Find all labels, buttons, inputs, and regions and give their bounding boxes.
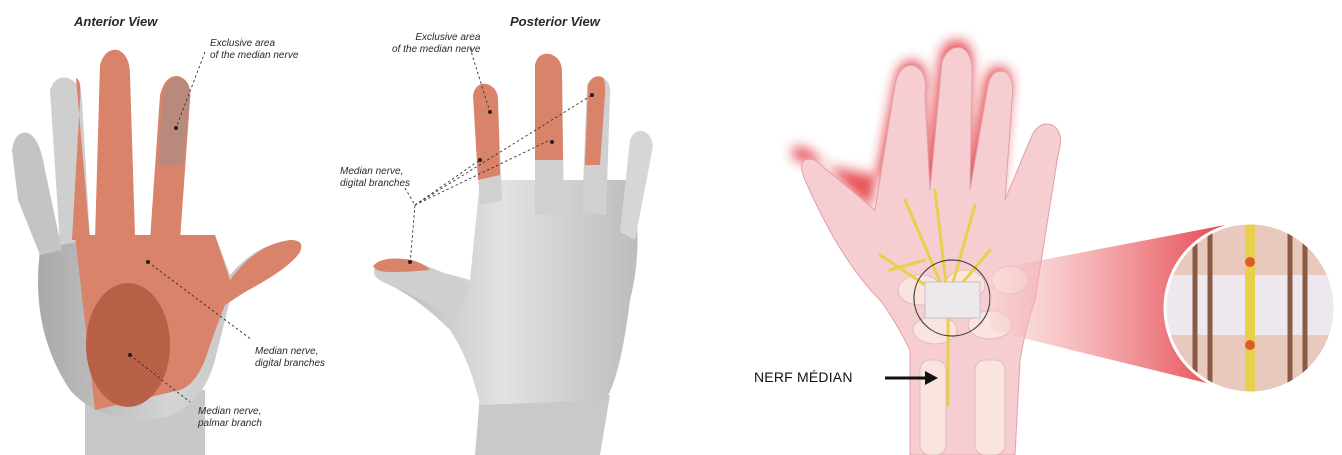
posterior-view-panel: Posterior View Exclusive area of the med… bbox=[330, 0, 670, 455]
middle-finger bbox=[95, 50, 135, 240]
middle-finger-median bbox=[535, 54, 563, 160]
anterior-view-title: Anterior View bbox=[74, 14, 157, 29]
anterior-callout-exclusive: Exclusive area of the median nerve bbox=[210, 38, 298, 62]
carpal-tunnel-panel: NERF MÉDIAN bbox=[690, 0, 1342, 455]
carpal-tunnel-illustration bbox=[690, 0, 1342, 455]
callout-line: Median nerve, bbox=[340, 166, 410, 178]
callout-line: digital branches bbox=[255, 358, 325, 370]
callout-line: Exclusive area bbox=[210, 38, 298, 50]
posterior-hand-illustration bbox=[330, 0, 670, 455]
callout-line: palmar branch bbox=[198, 418, 262, 430]
anterior-callout-palmar: Median nerve, palmar branch bbox=[198, 406, 262, 430]
thumb-tip-median bbox=[373, 258, 430, 272]
anterior-view-panel: Anterior View Exclusive area of the medi… bbox=[0, 0, 330, 455]
transverse-carpal-ligament bbox=[925, 282, 980, 318]
nerve-label: NERF MÉDIAN bbox=[754, 369, 853, 385]
palmar-branch-hatch bbox=[86, 283, 170, 407]
anterior-hand-illustration bbox=[0, 0, 330, 455]
callout-line: of the median nerve bbox=[392, 44, 480, 56]
callout-line: Median nerve, bbox=[255, 346, 325, 358]
posterior-callout-exclusive: Exclusive area of the median nerve bbox=[392, 32, 480, 56]
posterior-view-title: Posterior View bbox=[510, 14, 600, 29]
callout-line: Exclusive area bbox=[392, 32, 480, 44]
callout-line: digital branches bbox=[340, 178, 410, 190]
callout-line: of the median nerve bbox=[210, 50, 298, 62]
callout-line: Median nerve, bbox=[198, 406, 262, 418]
posterior-callout-digital: Median nerve, digital branches bbox=[340, 166, 410, 190]
anterior-callout-digital: Median nerve, digital branches bbox=[255, 346, 325, 370]
